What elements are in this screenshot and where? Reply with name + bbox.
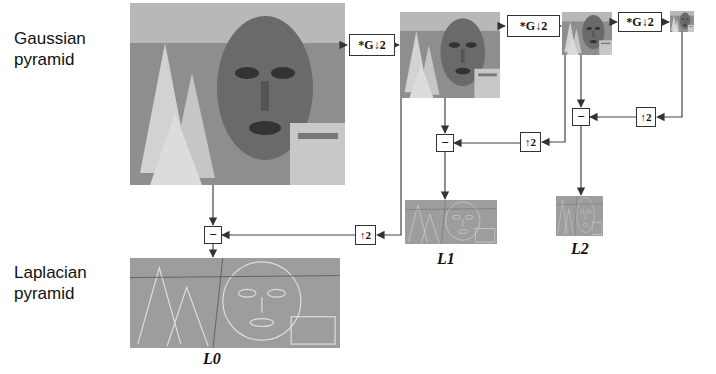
connector-arrow bbox=[454, 142, 520, 143]
connector-arrow bbox=[590, 116, 636, 117]
box-text: − bbox=[441, 135, 448, 151]
level-label: L0 bbox=[203, 350, 221, 368]
downsample-box: *G↓2 bbox=[507, 15, 560, 37]
subtract-box: − bbox=[572, 108, 590, 126]
downsample-box: *G↓2 bbox=[349, 34, 395, 56]
box-text: ↑2 bbox=[641, 111, 652, 123]
box-text: *G↓2 bbox=[626, 15, 653, 30]
downsample-box: *G↓2 bbox=[618, 12, 662, 32]
level-label: L1 bbox=[437, 250, 455, 268]
box-text: *G↓2 bbox=[358, 38, 385, 53]
box-text: − bbox=[577, 109, 584, 125]
upsample-box: ↑2 bbox=[636, 107, 656, 127]
row-label: Gaussian pyramid bbox=[14, 28, 114, 70]
box-text: *G↓2 bbox=[520, 19, 547, 34]
row-label: Laplacian pyramid bbox=[14, 262, 114, 304]
connector-arrow bbox=[222, 234, 355, 235]
upsample-box: ↑2 bbox=[520, 132, 541, 152]
box-text: ↑2 bbox=[360, 229, 371, 241]
upsample-box: ↑2 bbox=[355, 225, 376, 245]
level-label: L2 bbox=[571, 240, 589, 258]
subtract-box: − bbox=[204, 226, 222, 244]
box-text: ↑2 bbox=[525, 136, 536, 148]
subtract-box: − bbox=[436, 134, 454, 152]
box-text: − bbox=[209, 227, 216, 243]
